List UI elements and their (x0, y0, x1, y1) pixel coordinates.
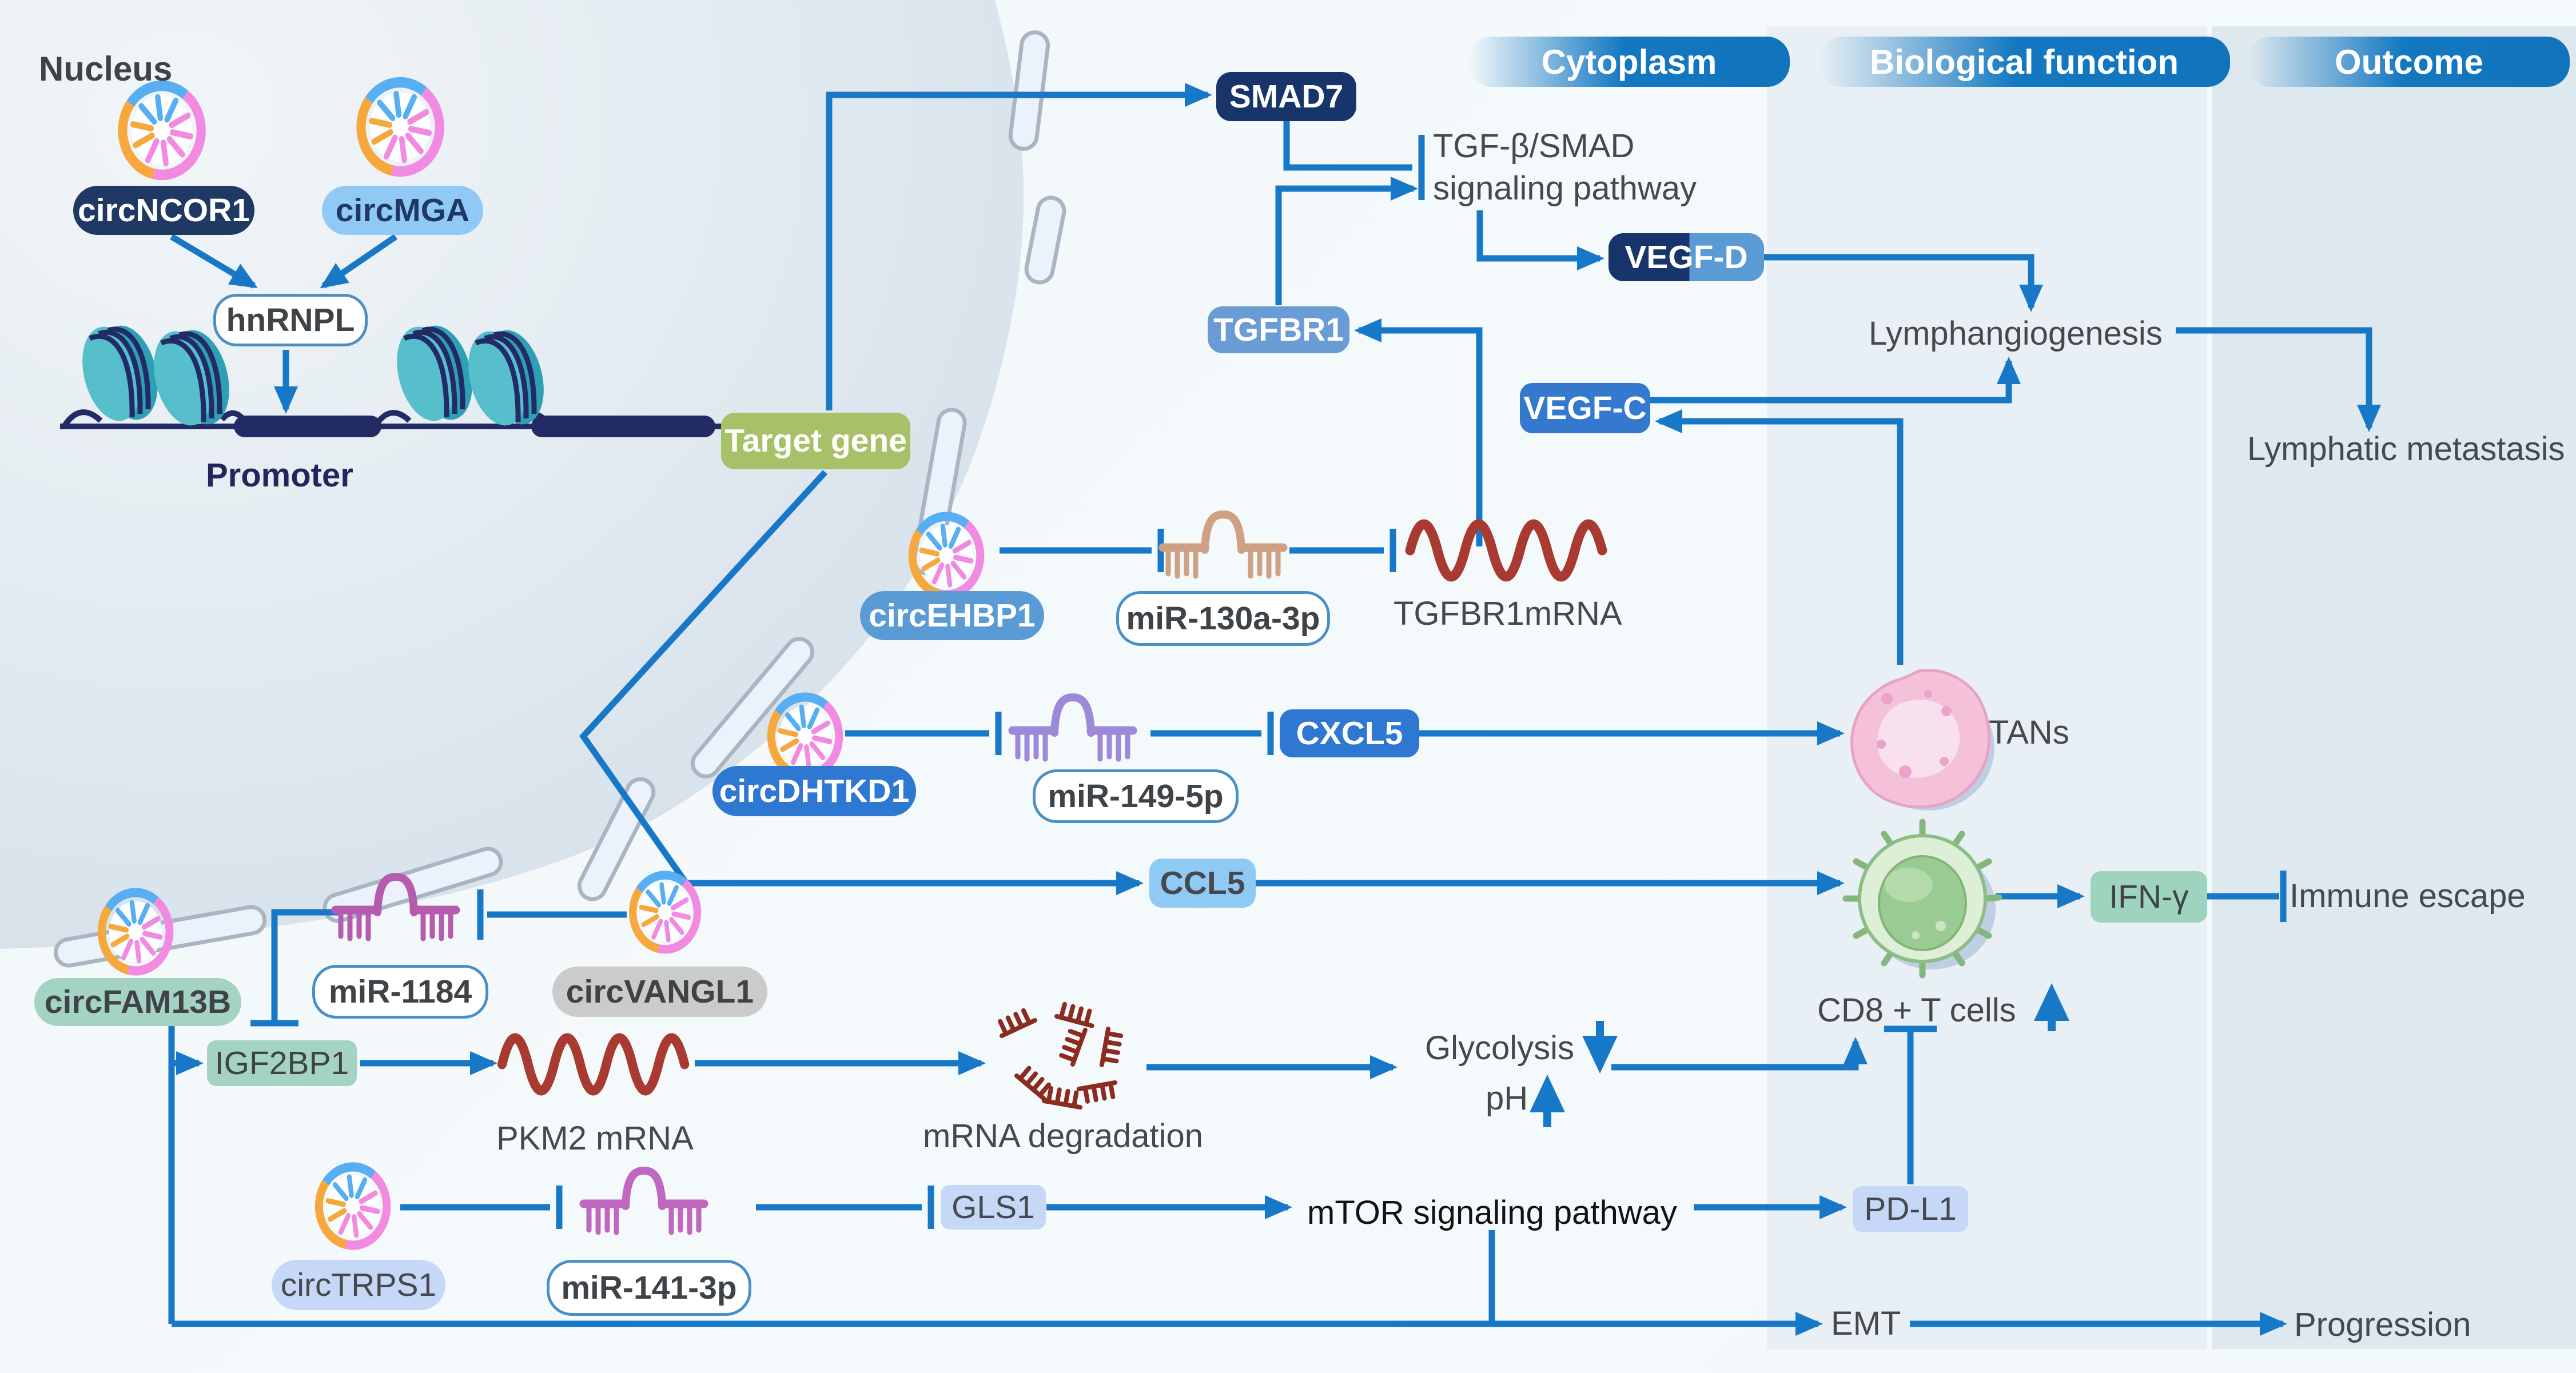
node-miR-1184: miR-1184 (312, 965, 488, 1019)
TGFBR1mRNA-label: TGFBR1mRNA (1393, 595, 1622, 632)
node-circDHTKD1: circDHTKD1 (712, 766, 916, 816)
PKM2-mRNA-wave (502, 1038, 684, 1091)
arrow-TANs-VEGFC (1655, 409, 1904, 665)
arrow-targetgene-CCL5 (579, 470, 1144, 895)
biological-function-column (1767, 26, 2207, 1349)
node-target-gene: Target gene (721, 413, 910, 469)
arrow-TGFBR1-pathway (1275, 177, 1418, 305)
nucleus-label: Nucleus (39, 50, 173, 88)
arrow-lymphangiogenesis-metastasis (2176, 327, 2381, 432)
node-CCL5: CCL5 (1149, 859, 1256, 908)
node-circEHBP1: circEHBP1 (860, 591, 1044, 640)
lymphangiogenesis-label: Lymphangiogenesis (1869, 315, 2163, 352)
mRNA-fragments (996, 1003, 1122, 1107)
chromatin-dna (60, 320, 722, 437)
node-PD-L1: PD-L1 (1853, 1186, 1968, 1232)
arrow-VEGFC-lymphangiogenesis (1650, 357, 2021, 404)
node-circMGA: circMGA (322, 186, 483, 235)
node-CXCL5: CXCL5 (1280, 709, 1419, 757)
outcome-column (2212, 26, 2576, 1349)
node-circVANGL1: circVANGL1 (552, 967, 767, 1017)
lymphatic-metastasis-label: Lymphatic metastasis (2247, 430, 2565, 468)
node-VEGFD: VEGF-D (1608, 233, 1764, 281)
node-VEGFC: VEGF-C (1520, 383, 1650, 433)
node-circNCOR1: circNCOR1 (73, 186, 254, 235)
promoter-label: Promoter (206, 457, 353, 494)
tbar-miR1184-IGF2BP1 (271, 909, 339, 1021)
header-biological-function: Biological function (1818, 37, 2230, 87)
mRNA-degradation-label: mRNA degradation (923, 1117, 1204, 1155)
node-miR-130a-3p: miR-130a-3p (1116, 591, 1330, 646)
EMT-label: EMT (1831, 1305, 1901, 1342)
arrow-pathway-VEGFD (1476, 210, 1604, 270)
node-miR-149-5p: miR-149-5p (1033, 769, 1239, 823)
node-IFN-gamma: IFN-γ (2091, 871, 2207, 923)
trend-arrows (1530, 983, 2069, 1127)
CD8-cell-icon (1842, 819, 2002, 979)
node-IGF2BP1: IGF2BP1 (207, 1040, 357, 1086)
ph-label: pH (1486, 1080, 1528, 1117)
tgfb-smad-label-line2: signaling pathway (1433, 170, 1697, 207)
node-circTRPS1: circTRPS1 (272, 1260, 445, 1310)
arrow-mRNA-TGFBR1 (1354, 318, 1483, 546)
mTOR-pathway-label: mTOR signaling pathway (1307, 1194, 1677, 1231)
PKM2-mRNA-label: PKM2 mRNA (496, 1120, 694, 1157)
arrow-circMGA-hnRNPL (320, 234, 398, 289)
node-circFAM13B: circFAM13B (34, 978, 241, 1026)
arrow-targetgene-SMAD7 (826, 83, 1212, 410)
progression-label: Progression (2294, 1306, 2471, 1343)
node-TGFBR1: TGFBR1 (1208, 306, 1349, 353)
header-cytoplasm: Cytoplasm (1468, 37, 1790, 87)
glycolysis-label: Glycolysis (1425, 1029, 1575, 1067)
TAN-cell-icon (1850, 669, 1994, 811)
node-GLS1: GLS1 (941, 1185, 1046, 1230)
node-hnRNPL: hnRNPL (213, 294, 368, 346)
arrow-glycolysis-CD8 (1611, 1037, 1868, 1071)
tbar-SMAD7-TGFb (1283, 121, 1412, 171)
tgfb-smad-label-line1: TGF-β/SMAD (1433, 127, 1635, 165)
CD8-T-cells-label: CD8 + T cells (1817, 992, 2016, 1029)
node-SMAD7: SMAD7 (1216, 72, 1356, 121)
arrow-VEGFD-lymphangiogenesis (1764, 254, 2043, 312)
node-miR-141-3p: miR-141-3p (547, 1260, 751, 1316)
header-outcome: Outcome (2248, 37, 2570, 87)
TANs-label: TANs (1989, 714, 2069, 751)
arrow-circNCOR1-hnRNPL (170, 234, 258, 289)
connector-lines (168, 83, 2381, 1336)
TGFBR1-mRNA-wave (1410, 524, 1602, 577)
immune-escape-label: Immune escape (2290, 877, 2526, 915)
